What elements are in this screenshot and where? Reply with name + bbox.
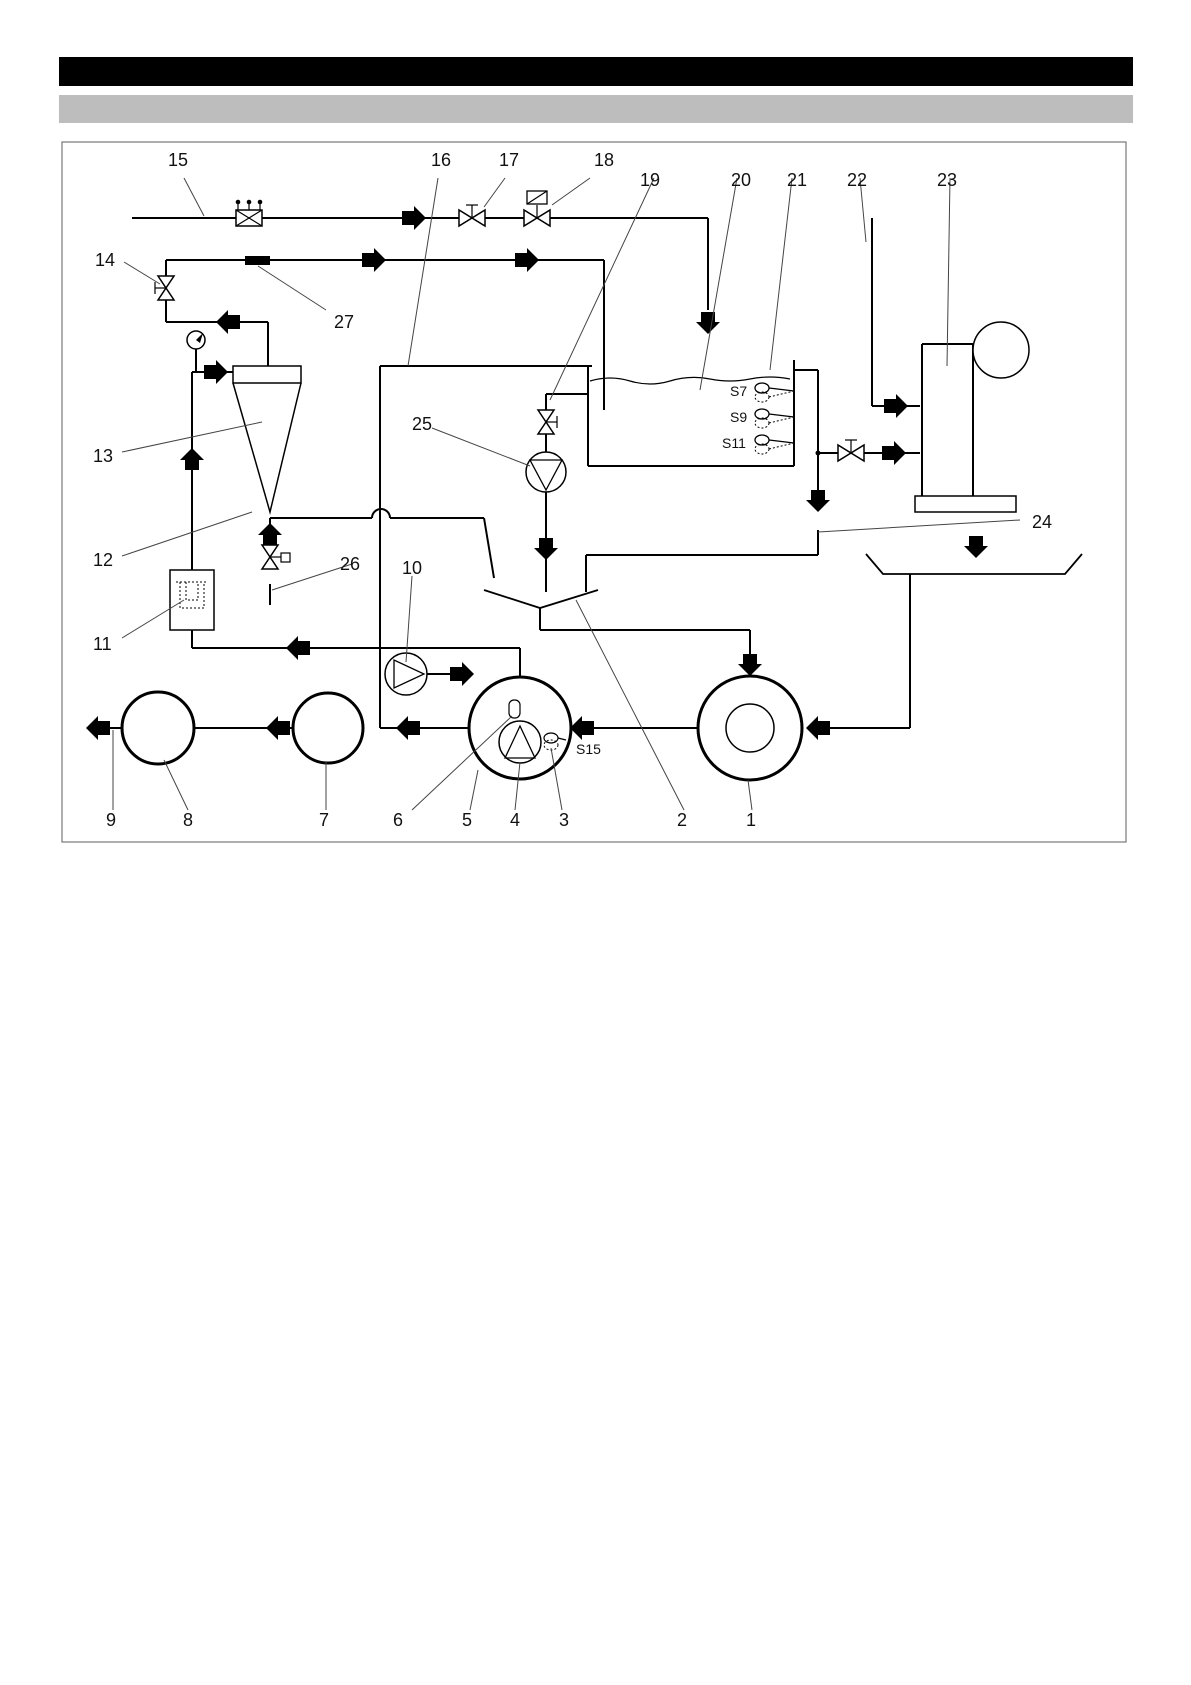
label-23: 23 (937, 170, 957, 190)
sensor-s15: S15 (576, 741, 601, 757)
arrow-outlet-9 (86, 716, 110, 740)
arrow-cyclone-in (204, 360, 228, 384)
label-20: 20 (731, 170, 751, 190)
label-16: 16 (431, 150, 451, 170)
arrow-supply-1 (402, 206, 426, 230)
label-18: 18 (594, 150, 614, 170)
label-22: 22 (847, 170, 867, 190)
cyclone-underflow (262, 509, 494, 605)
arrow-5-to-7 (396, 716, 420, 740)
label-15: 15 (168, 150, 188, 170)
arrow-pump10-right (450, 662, 474, 686)
label-19: 19 (640, 170, 660, 190)
label-1: 1 (746, 810, 756, 830)
label-2: 2 (677, 810, 687, 830)
label-10: 10 (402, 558, 422, 578)
sensor-s7: S7 (730, 383, 747, 399)
tank-1 (590, 676, 802, 780)
label-12: 12 (93, 550, 113, 570)
label-6: 6 (393, 810, 403, 830)
tank-8 (104, 692, 194, 764)
label-8: 8 (183, 810, 193, 830)
arrow-funnel-down (738, 654, 762, 676)
funnel-2 (484, 530, 818, 658)
label-13: 13 (93, 446, 113, 466)
pump-25 (526, 394, 588, 592)
arrow-up-26 (258, 523, 282, 545)
arrow-to-23-a (884, 394, 908, 418)
label-11: 11 (93, 634, 112, 654)
arrow-heater-line (286, 636, 310, 660)
arrow-up-13 (180, 448, 204, 470)
label-9: 9 (106, 810, 116, 830)
arrow-feed-left (216, 310, 240, 334)
column-23 (915, 322, 1029, 512)
label-27: 27 (334, 312, 354, 332)
arrow-trough-down (964, 536, 988, 558)
tank-20 (588, 360, 818, 495)
label-5: 5 (462, 810, 472, 830)
line-to-23 (816, 218, 921, 461)
arrow-feed-1 (362, 248, 386, 272)
arrow-supply-down (696, 312, 720, 334)
arrow-7-to-8 (266, 716, 290, 740)
label-24: 24 (1032, 512, 1052, 532)
sensor-s9: S9 (730, 409, 747, 425)
label-17: 17 (499, 150, 519, 170)
label-14: 14 (95, 250, 115, 270)
arrow-to-23-b (882, 441, 906, 465)
arrow-pump25-down (534, 538, 558, 560)
label-7: 7 (319, 810, 329, 830)
arrow-trough-to-1 (806, 716, 830, 740)
trough-24 (830, 554, 1082, 728)
arrow-tank-overflow (806, 490, 830, 512)
sensor-s11: S11 (722, 435, 746, 451)
diagram-frame (62, 142, 1126, 842)
arrow-1-to-5 (570, 716, 594, 740)
label-4: 4 (510, 810, 520, 830)
label-21: 21 (787, 170, 807, 190)
label-3: 3 (559, 810, 569, 830)
label-25: 25 (412, 414, 432, 434)
label-26: 26 (340, 554, 360, 574)
arrow-feed-2 (515, 248, 539, 272)
